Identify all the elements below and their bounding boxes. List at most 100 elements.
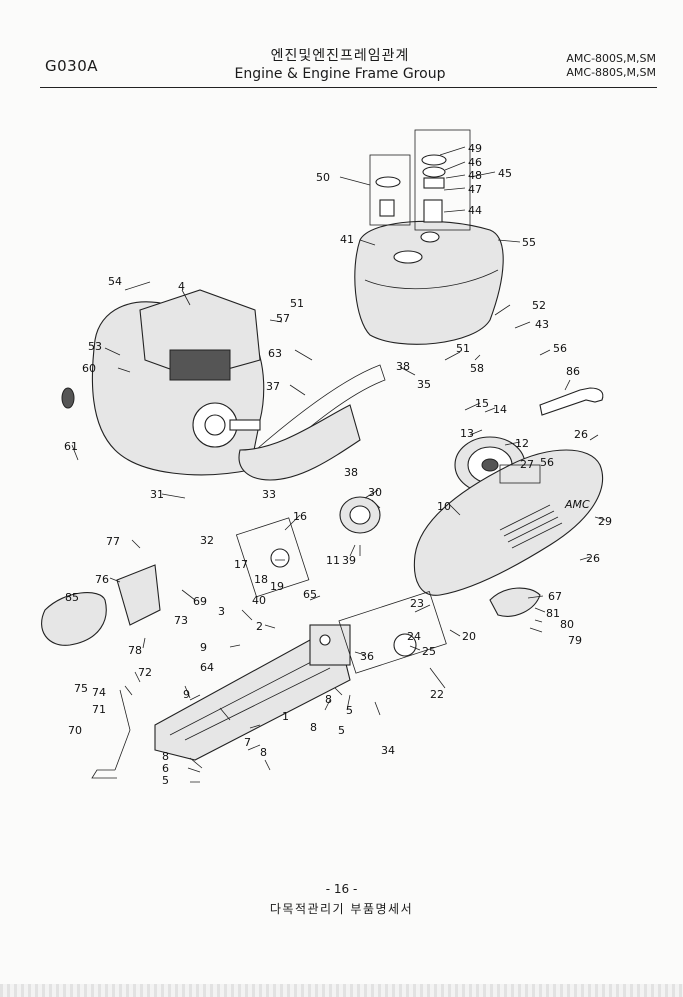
part-callout: 75	[74, 682, 88, 695]
part-callout: 9	[183, 688, 190, 701]
part-callout: 35	[417, 378, 431, 391]
part-callout: 5	[162, 774, 169, 787]
part-callout: 79	[568, 634, 582, 647]
part-callout: 23	[410, 597, 424, 610]
part-callout: 16	[293, 510, 307, 523]
part-callout: 40	[252, 594, 266, 607]
part-callout: 7	[244, 736, 251, 749]
part-callout: 5	[346, 704, 353, 717]
part-callout: 24	[407, 630, 421, 643]
exploded-parts-diagram: AMC 49	[41, 129, 612, 787]
part-callout: 26	[574, 428, 588, 441]
part-callout: 57	[276, 312, 290, 325]
part-callout: 53	[88, 340, 102, 353]
part-callout: 70	[68, 724, 82, 737]
leader-lines	[71, 146, 606, 783]
engine	[61, 289, 265, 476]
part-callout: 15	[475, 397, 489, 410]
group-title-korean: 엔진및엔진프레임관계	[270, 48, 410, 64]
part-callout: 39	[342, 554, 356, 567]
part-callout: 61	[64, 440, 78, 453]
part-callout: 13	[460, 427, 474, 440]
part-callout: 48	[468, 169, 482, 182]
part-callout: 49	[468, 142, 482, 155]
part-callout: 11	[326, 554, 340, 567]
part-callout: 34	[381, 744, 395, 757]
group-code: G030A	[45, 57, 99, 75]
part-callout: 19	[270, 580, 284, 593]
brand-logo: AMC	[564, 498, 590, 511]
fuel-tank	[354, 220, 504, 345]
exhaust-pipe	[539, 387, 604, 416]
part-callout: 64	[200, 661, 214, 674]
part-callout: 41	[340, 233, 354, 246]
part-callout: 8	[260, 746, 267, 759]
part-callout: 74	[92, 686, 106, 699]
part-callout: 10	[437, 500, 451, 513]
part-callout: 45	[498, 167, 512, 180]
part-callout: 18	[254, 573, 268, 586]
belt-cover: AMC	[413, 449, 604, 596]
part-callout: 81	[546, 607, 560, 620]
header-rule	[40, 87, 657, 88]
part-callout: 9	[200, 641, 207, 654]
part-callout: 22	[430, 688, 444, 701]
part-callout: 54	[108, 275, 122, 288]
part-callout: 72	[138, 666, 152, 679]
part-callout: 8	[162, 750, 169, 763]
part-callout: 5	[338, 724, 345, 737]
part-callout: 50	[316, 171, 330, 184]
page-number: - 16 -	[325, 882, 358, 896]
part-callout: 47	[468, 183, 482, 196]
part-callout: 31	[150, 488, 164, 501]
part-callout: 17	[234, 558, 248, 571]
part-callout: 4	[178, 280, 185, 293]
tension-assembly	[235, 517, 541, 674]
part-callout: 60	[82, 362, 96, 375]
part-callout: 12	[515, 437, 529, 450]
fuel-cap-stack	[369, 129, 471, 231]
part-callout: 2	[256, 620, 263, 633]
part-callout: 77	[106, 535, 120, 548]
part-callout: 33	[262, 488, 276, 501]
part-callout: 38	[396, 360, 410, 373]
part-callout: 78	[128, 644, 142, 657]
drive-belt	[238, 364, 386, 481]
part-callout: 27	[520, 458, 534, 471]
part-callout: 20	[462, 630, 476, 643]
part-callout: 43	[535, 318, 549, 331]
part-callout: 52	[532, 299, 546, 312]
part-callout: 8	[325, 693, 332, 706]
part-callout: 1	[282, 710, 289, 723]
group-title-english: Engine & Engine Frame Group	[234, 66, 446, 82]
part-callout: 29	[598, 515, 612, 528]
part-callout: 3	[218, 605, 225, 618]
part-callout: 67	[548, 590, 562, 603]
part-callout: 14	[493, 403, 507, 416]
part-callout: 86	[566, 365, 580, 378]
part-callout: 30	[368, 486, 382, 499]
part-callout: 38	[344, 466, 358, 479]
part-callout: 55	[522, 236, 536, 249]
part-callout: 65	[303, 588, 317, 601]
part-callout: 26	[586, 552, 600, 565]
part-callout: 56	[553, 342, 567, 355]
part-callout: 69	[193, 595, 207, 608]
part-callout: 51	[290, 297, 304, 310]
part-callout: 58	[470, 362, 484, 375]
part-callout: 76	[95, 573, 109, 586]
scan-edge	[0, 984, 683, 997]
part-callout: 8	[310, 721, 317, 734]
engine-frame	[154, 624, 351, 761]
part-callout: 85	[65, 591, 79, 604]
part-callout: 37	[266, 380, 280, 393]
part-callout: 32	[200, 534, 214, 547]
part-callout: 73	[174, 614, 188, 627]
part-callout: 51	[456, 342, 470, 355]
part-callout: 80	[560, 618, 574, 631]
part-callout: 71	[92, 703, 106, 716]
part-callout: 63	[268, 347, 282, 360]
part-callout: 36	[360, 650, 374, 663]
part-callout: 46	[468, 156, 482, 169]
